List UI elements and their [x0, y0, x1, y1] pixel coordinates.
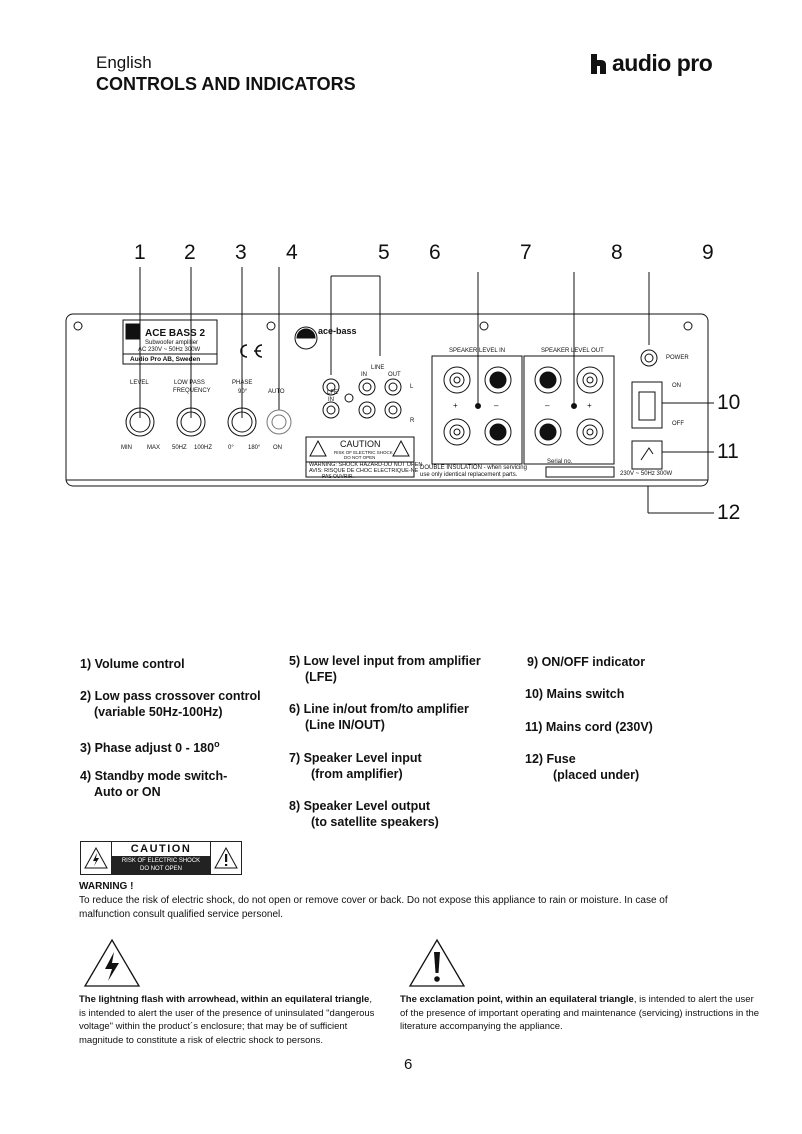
- panel-maker: Audio Pro AB, Sweden: [130, 356, 201, 363]
- label-phase: PHASE: [232, 380, 253, 386]
- legend-item-11: 11) Mains cord (230V): [525, 720, 653, 734]
- label-speaker-out: SPEAKER LEVEL OUT: [541, 348, 604, 354]
- callout-8: 8: [611, 241, 623, 264]
- brand-mark-icon: [591, 53, 606, 74]
- label-180deg: 180°: [248, 445, 261, 451]
- label-serial: Serial no.: [547, 459, 573, 465]
- label-50hz: 50HZ: [172, 445, 187, 451]
- legend-item-8: 8) Speaker Level output (to satellite sp…: [289, 799, 439, 829]
- label-low-pass-1: LOW PASS: [174, 380, 205, 386]
- label-line-in: IN: [361, 372, 367, 378]
- page-number: 6: [404, 1056, 413, 1073]
- label-speaker-in: SPEAKER LEVEL IN: [449, 348, 506, 354]
- label-100hz: 100HZ: [194, 445, 213, 451]
- callout-2: 2: [184, 241, 196, 264]
- panel-caution-sub-1: RISK OF ELECTRIC SHOCK: [334, 450, 393, 455]
- brand-name: audio pro: [612, 50, 713, 76]
- callout-4: 4: [286, 241, 298, 264]
- lightning-symbol-icon: [83, 938, 141, 993]
- panel-caution-sub-2: DO NOT OPEN: [344, 455, 376, 460]
- warning-title: WARNING !: [79, 881, 134, 892]
- legend-item-3: 3) Phase adjust 0 - 180o: [80, 739, 220, 756]
- callout-6: 6: [429, 241, 441, 264]
- brand-logo: audio pro: [591, 50, 713, 77]
- legend-item-1: 1) Volume control: [80, 657, 185, 671]
- panel-warning-2: AVIS: RISQUE DE CHOC ELECTRIQUE-NE: [309, 468, 419, 474]
- label-r: R: [410, 418, 415, 424]
- rear-panel-diagram: [65, 267, 714, 514]
- callout-10: 10: [717, 391, 741, 414]
- label-minus-out: –: [545, 401, 550, 410]
- label-on-standby: ON: [273, 445, 282, 451]
- exclamation-triangle-icon: [211, 842, 241, 874]
- label-max: MAX: [147, 445, 161, 451]
- language-label: English: [96, 53, 152, 72]
- label-switch-on: ON: [672, 383, 681, 389]
- panel-model-desc: Subwoofer amplifier: [145, 340, 199, 346]
- legend-item-2: 2) Low pass crossover control (variable …: [80, 689, 261, 719]
- legend-item-7: 7) Speaker Level input (from amplifier): [289, 751, 422, 781]
- label-double-insulation-2: use only identical replacement parts.: [420, 472, 518, 478]
- caution-sub-2: DO NOT OPEN: [140, 866, 182, 872]
- callout-7: 7: [520, 241, 532, 264]
- legend-item-5: 5) Low level input from amplifier (LFE): [289, 654, 481, 684]
- label-line-out: OUT: [388, 372, 401, 378]
- lightning-explanation: The lightning flash with arrowhead, with…: [79, 994, 375, 1046]
- lightning-triangle-icon: [81, 842, 111, 874]
- label-0deg: 0°: [228, 445, 234, 451]
- label-plus-in: +: [453, 401, 458, 410]
- label-double-insulation-1: DOUBLE INSULATION - when servicing: [420, 465, 527, 471]
- legend-item-10: 10) Mains switch: [525, 687, 625, 701]
- panel-caution-word: CAUTION: [340, 439, 381, 449]
- callout-1: 1: [134, 241, 146, 264]
- callout-5: 5: [378, 241, 390, 264]
- panel-warning-3: PAS OUVRIR.: [322, 474, 354, 480]
- callout-9: 9: [702, 241, 714, 264]
- label-phase-90: 90°: [238, 389, 248, 395]
- caution-word: CAUTION: [112, 842, 210, 857]
- label-plus-out: +: [587, 401, 592, 410]
- label-l: L: [410, 384, 414, 390]
- panel-model: ACE BASS 2: [145, 328, 206, 339]
- exclamation-explanation: The exclamation point, within an equilat…: [400, 994, 760, 1032]
- legend-item-12: 12) Fuse (placed under): [525, 752, 640, 782]
- label-auto: AUTO: [268, 389, 285, 395]
- label-minus-in: –: [494, 401, 499, 410]
- legend-item-9: 9) ON/OFF indicator: [527, 655, 646, 669]
- label-min: MIN: [121, 445, 132, 451]
- legend-item-6: 6) Line in/out from/to amplifier (Line I…: [289, 702, 469, 732]
- callout-3: 3: [235, 241, 247, 264]
- exclamation-symbol-icon: [408, 938, 466, 993]
- label-mains: 230V ~ 50Hz 300W: [620, 471, 673, 477]
- callout-11: 11: [717, 440, 739, 463]
- callout-12: 12: [717, 501, 741, 524]
- label-level: LEVEL: [130, 380, 149, 386]
- panel-ace-bass-logo: ace-bass: [318, 326, 357, 336]
- label-line: LINE: [371, 365, 385, 371]
- label-power: POWER: [666, 355, 689, 361]
- caution-label: CAUTION RISK OF ELECTRIC SHOCK DO NOT OP…: [80, 841, 242, 875]
- label-lfe-in: IN: [328, 397, 334, 403]
- label-low-pass-2: FREQUENCY: [173, 388, 211, 394]
- panel-power-rating: AC 230V ~ 50Hz 300W: [138, 347, 201, 353]
- page-title: CONTROLS AND INDICATORS: [96, 74, 356, 94]
- warning-text: To reduce the risk of electric shock, do…: [79, 895, 668, 920]
- caution-sub-1: RISK OF ELECTRIC SHOCK: [121, 858, 201, 864]
- legend-item-4: 4) Standby mode switch- Auto or ON: [80, 769, 228, 799]
- label-switch-off: OFF: [672, 421, 684, 427]
- label-lfe: LFE: [327, 390, 339, 396]
- panel-warning-1: WARNING: SHOCK HAZARD-DO NOT OPEN: [309, 462, 423, 468]
